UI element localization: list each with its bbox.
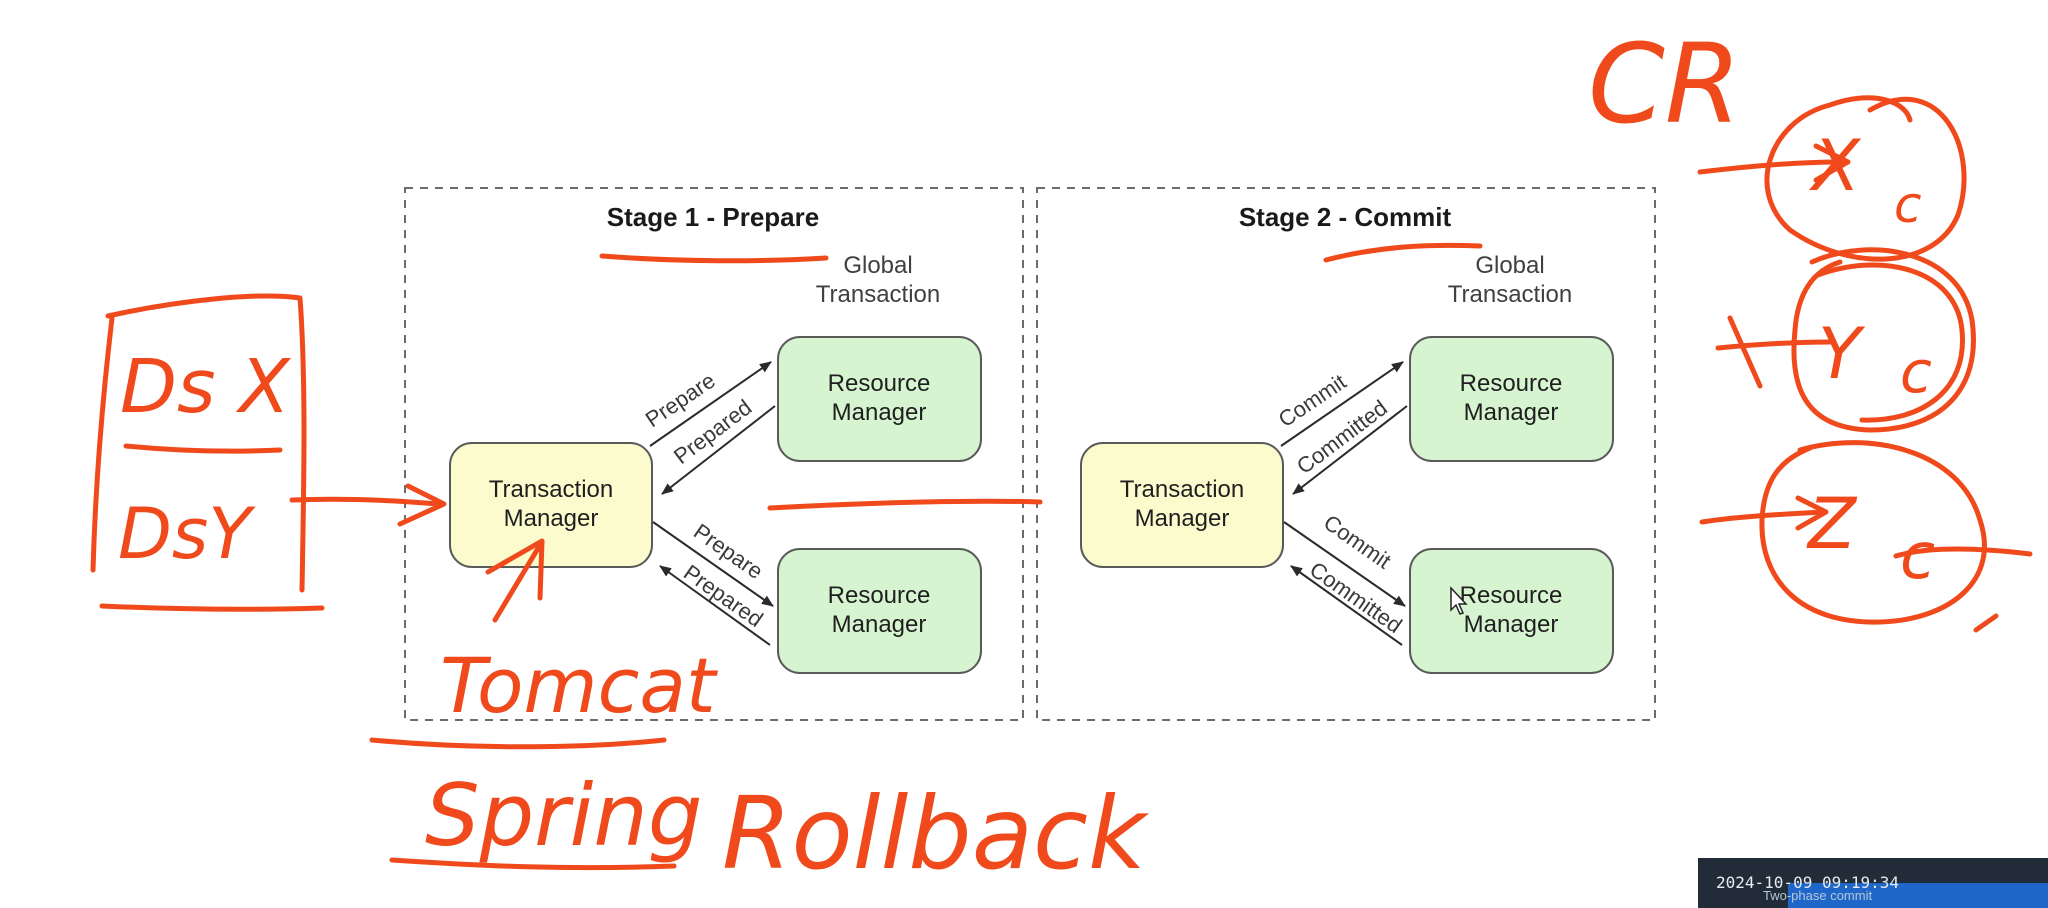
stage2-resource-manager-bottom-line1: Resource (1460, 582, 1563, 609)
ink-spring-underline (389, 857, 677, 871)
stage2-resource-manager-bottom-box (1409, 548, 1614, 674)
ink-arrow-node-y (1715, 339, 1833, 351)
video-status-bar: 2024-10-09 09:19:34 Two-phase commit (1698, 858, 2048, 908)
status-timestamp: 2024-10-09 09:19:34 (1716, 873, 1900, 892)
stage1-resource-manager-bottom-line1: Resource (828, 582, 931, 609)
ink-arrow-tomcat-head (485, 538, 545, 601)
ink-datasource-y: DsY (118, 493, 256, 575)
ink-node-z-mark: c (1900, 520, 1935, 594)
ink-arrow-node-z (1699, 509, 1825, 525)
stage1-transaction-manager-box (449, 442, 653, 568)
ink-arrow-node-x (1697, 159, 1843, 175)
status-caption: Two-phase commit (1763, 888, 1873, 903)
stage2-committed-arrow-top (1292, 405, 1408, 495)
stage2-transaction-manager-line2: Manager (1135, 505, 1230, 532)
stage1-resource-manager-top-box (777, 336, 982, 462)
ink-tomcat-underline (369, 737, 667, 750)
stage1-global-transaction-line2: Transaction (816, 281, 941, 308)
ink-underline-stage2 (1323, 242, 1483, 263)
mouse-pointer-icon (1450, 586, 1468, 615)
stage1-prepared-arrow-bottom (659, 565, 771, 646)
stage1-border (404, 187, 1024, 721)
stage1-resource-manager-top-line2: Manager (832, 399, 927, 426)
stage2-commit-arrow-top (1280, 361, 1404, 447)
ink-arrow-node-x-head (1813, 143, 1851, 183)
ink-arrow-to-tm (289, 496, 441, 507)
stage2-resource-manager-top-box (1409, 336, 1614, 462)
ink-node-z-circle (1759, 440, 1987, 625)
stage1-prepare-arrow-top (649, 361, 772, 447)
stage1-transaction-manager-line1: Transaction (489, 476, 614, 503)
ink-node-x-circle (1764, 95, 1967, 262)
ink-cr: CR (1588, 20, 1741, 148)
stage2-panel: Stage 2 - Commit Global Transaction Tran… (1036, 187, 1656, 721)
ink-arrow-to-tm-head (397, 483, 447, 527)
stage2-resource-manager-top-line2: Manager (1464, 399, 1559, 426)
stage1-resource-manager-top-line1: Resource (828, 370, 931, 397)
ink-rollback: Rollback (722, 775, 1150, 892)
stage2-transaction-manager-box (1080, 442, 1284, 568)
status-bar-highlight (1788, 883, 2048, 908)
stage1-prepare-arrow-bottom (652, 521, 774, 607)
stage1-transaction-manager-line2: Manager (504, 505, 599, 532)
stage2-global-transaction-line1: Global (1475, 252, 1544, 279)
stage2-resource-manager-top-line1: Resource (1460, 370, 1563, 397)
stage2-committed-arrow-bottom (1290, 565, 1403, 646)
ink-datasource-x: Ds X (120, 344, 292, 430)
ink-node-x: X (1808, 125, 1862, 207)
ink-small-tick (1973, 613, 1999, 633)
stage1-resource-manager-bottom-box (777, 548, 982, 674)
ink-box-divider (123, 443, 283, 454)
ink-node-z-scribble (1893, 546, 2033, 559)
stage2-border (1036, 187, 1656, 721)
stage1-prepared-arrow-top (661, 405, 776, 495)
handwritten-annotations: Ds X DsY Tomcat Spring Rollback CR X Y Z… (90, 20, 2033, 892)
ink-bracket-left (90, 315, 115, 573)
ink-node-y-circle (1791, 247, 1976, 433)
ink-tomcat: Tomcat (440, 641, 719, 730)
ink-underline-stage1 (599, 253, 829, 264)
stage2-transaction-manager-line1: Transaction (1120, 476, 1245, 503)
stage2-title: Stage 2 - Commit (1239, 202, 1452, 232)
stage2-resource-manager-bottom-line2: Manager (1464, 611, 1559, 638)
stage1-resource-manager-bottom-line2: Manager (832, 611, 927, 638)
stage2-global-transaction-line2: Transaction (1448, 281, 1573, 308)
ink-arrow-tomcat (492, 542, 543, 623)
ink-arrow-node-y-cross (1727, 315, 1763, 389)
ink-arrow-node-z-head (1795, 495, 1829, 531)
ink-node-y-circle-inner (1815, 262, 1965, 423)
stage1-global-transaction-line1: Global (843, 252, 912, 279)
ink-box-underline (99, 603, 325, 612)
stage1-title: Stage 1 - Prepare (607, 202, 819, 232)
stage2-commit-arrow-bottom (1283, 521, 1406, 607)
ink-spring: Spring (425, 766, 703, 866)
ink-node-y-mark: c (1900, 338, 1932, 406)
ink-horizontal-stroke (767, 498, 1043, 511)
ink-node-x-mark: c (1894, 176, 1922, 234)
ink-node-z: Z (1806, 483, 1858, 565)
ink-node-y: Y (1818, 313, 1866, 395)
